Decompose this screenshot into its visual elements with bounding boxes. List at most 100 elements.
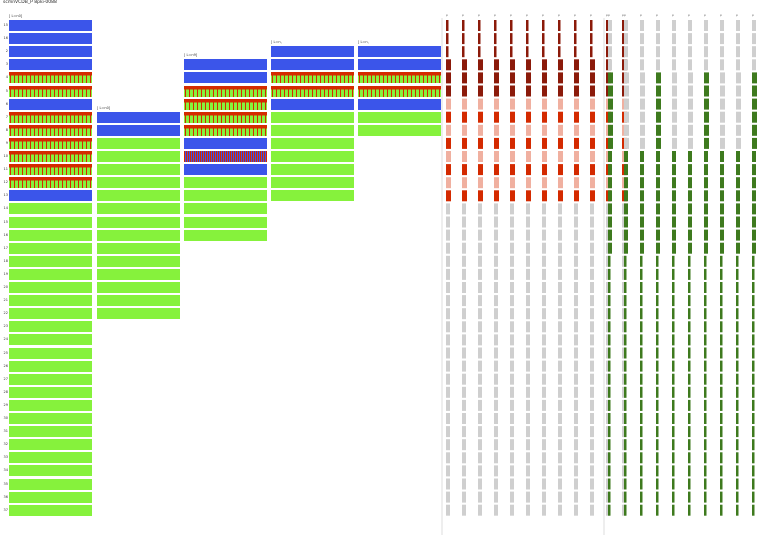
spark-cell xyxy=(736,177,740,189)
row-label: 15 xyxy=(3,219,8,224)
panel-header-tick: ρ xyxy=(558,13,560,17)
spark-cell xyxy=(608,426,611,438)
spark-cell xyxy=(494,20,497,31)
spark-cell xyxy=(752,124,757,136)
spark-cell xyxy=(736,491,739,503)
track-bar xyxy=(97,177,180,189)
spark-cell xyxy=(510,282,514,293)
track-bar xyxy=(9,111,92,123)
spark-cell xyxy=(640,386,643,398)
spark-cell xyxy=(478,426,482,438)
spark-cell xyxy=(478,360,482,372)
spark-cell xyxy=(542,308,546,320)
spark-cell xyxy=(558,308,562,320)
spark-cell xyxy=(752,334,755,346)
spark-cell xyxy=(494,347,498,359)
track-bar xyxy=(271,72,354,84)
track-bar xyxy=(97,203,180,215)
spark-cell xyxy=(574,478,578,490)
spark-cell xyxy=(510,137,515,149)
spark-cell xyxy=(624,111,629,123)
spark-cell xyxy=(558,59,563,71)
track-bar xyxy=(184,111,267,123)
panel-header-tick: ρ xyxy=(608,13,610,17)
panel-header-tick: ρ xyxy=(462,13,464,17)
spark-cell xyxy=(608,98,613,110)
spark-cell xyxy=(656,268,659,280)
spark-cell xyxy=(640,439,643,451)
row-label: 2 xyxy=(5,49,8,54)
spark-cell xyxy=(494,124,499,136)
spark-cell xyxy=(446,216,450,228)
spark-cell xyxy=(478,85,483,97)
track-bar xyxy=(271,85,354,97)
spark-cell xyxy=(494,46,497,58)
spark-cell xyxy=(446,465,450,477)
spark-cell xyxy=(542,504,546,516)
column-header: [ L=n, xyxy=(271,40,282,45)
spark-cell xyxy=(494,386,498,398)
spark-cell xyxy=(462,151,467,162)
spark-cell xyxy=(688,360,691,372)
spark-cell xyxy=(752,85,757,97)
spark-cell xyxy=(608,216,612,228)
panel-header-tick: ρ xyxy=(526,13,528,17)
panel-header-tick: ρ xyxy=(640,13,642,17)
track-bar xyxy=(9,373,92,385)
spark-cell xyxy=(720,111,725,123)
track-bar xyxy=(271,59,354,71)
spark-cell xyxy=(720,504,723,516)
row-label: 3 xyxy=(5,62,8,67)
spark-cell xyxy=(688,373,691,385)
panel-header-tick: ρ xyxy=(510,13,512,17)
spark-cell xyxy=(656,255,659,267)
row-label: 21 xyxy=(3,298,8,303)
spark-cell xyxy=(640,111,645,123)
spark-cell xyxy=(624,360,627,372)
track-bar xyxy=(184,203,267,215)
spark-cell xyxy=(720,360,723,372)
spark-cell xyxy=(446,334,450,346)
spark-cell xyxy=(526,334,530,346)
spark-cell xyxy=(672,98,677,110)
spark-cell xyxy=(720,347,723,359)
spark-cell xyxy=(462,295,466,307)
spark-cell xyxy=(590,242,594,254)
spark-cell xyxy=(590,216,594,228)
spark-cell xyxy=(736,164,740,176)
spark-cell xyxy=(542,177,547,189)
spark-cell xyxy=(640,177,644,189)
track-bar xyxy=(184,164,267,176)
spark-cell xyxy=(688,255,691,267)
spark-cell xyxy=(590,282,594,293)
spark-cell xyxy=(622,46,625,58)
spark-cell xyxy=(656,478,659,490)
spark-cell xyxy=(526,465,530,477)
spark-cell xyxy=(656,386,659,398)
spark-cell xyxy=(672,46,676,58)
spark-cell xyxy=(704,59,708,71)
spark-cell xyxy=(752,33,756,45)
spark-cell xyxy=(672,504,675,516)
spark-cell xyxy=(656,72,661,84)
spark-cell xyxy=(558,151,563,162)
spark-cell xyxy=(736,203,740,215)
spark-cell xyxy=(736,229,740,241)
row-label: 32 xyxy=(3,442,8,447)
spark-cell xyxy=(526,111,531,123)
spark-cell xyxy=(446,33,449,45)
spark-cell xyxy=(624,177,628,189)
spark-cell xyxy=(494,334,498,346)
row-label: 27 xyxy=(3,376,8,381)
spark-cell xyxy=(656,373,659,385)
panel-header-tick: ρ xyxy=(688,13,690,17)
spark-cell xyxy=(558,177,563,189)
spark-cell xyxy=(574,137,579,149)
spark-cell xyxy=(656,439,659,451)
spark-cell xyxy=(558,386,562,398)
spark-cell xyxy=(462,59,467,71)
spark-cell xyxy=(462,360,466,372)
spark-cell xyxy=(590,190,595,202)
spark-cell xyxy=(526,360,530,372)
spark-cell xyxy=(672,72,677,84)
